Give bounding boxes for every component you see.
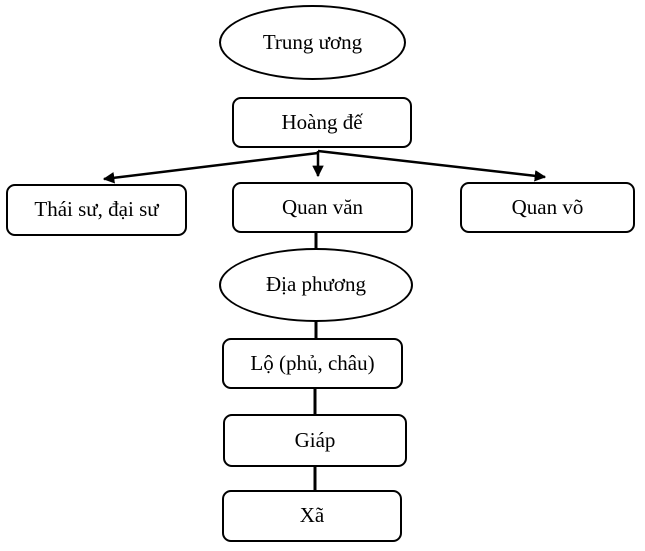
node-giap: Giáp xyxy=(223,414,407,467)
node-trung-uong: Trung ương xyxy=(219,5,406,80)
node-thai-su-dai-su-label: Thái sư, đại sư xyxy=(34,197,159,222)
node-quan-vo: Quan võ xyxy=(460,182,635,233)
node-quan-van-label: Quan văn xyxy=(281,194,364,219)
node-xa: Xã xyxy=(222,490,402,542)
edge-hoangde-thaisu xyxy=(102,151,319,184)
node-hoang-de-label: Hoàng đế xyxy=(281,109,363,134)
node-hoang-de: Hoàng đế xyxy=(232,97,412,148)
node-quan-vo-label: Quan võ xyxy=(511,194,584,219)
node-dia-phuong-label: Địa phương xyxy=(265,272,367,297)
node-lo-phu-chau: Lộ (phủ, châu) xyxy=(222,338,403,389)
node-giap-label: Giáp xyxy=(294,427,336,452)
edge-hoangde-quanvo xyxy=(317,149,547,182)
node-quan-van: Quan văn xyxy=(232,182,413,233)
node-thai-su-dai-su: Thái sư, đại sư xyxy=(6,184,187,236)
node-lo-phu-chau-label: Lộ (phủ, châu) xyxy=(250,350,375,375)
node-trung-uong-label: Trung ương xyxy=(262,29,363,54)
node-xa-label: Xã xyxy=(299,503,325,528)
node-dia-phuong: Địa phương xyxy=(219,248,413,322)
